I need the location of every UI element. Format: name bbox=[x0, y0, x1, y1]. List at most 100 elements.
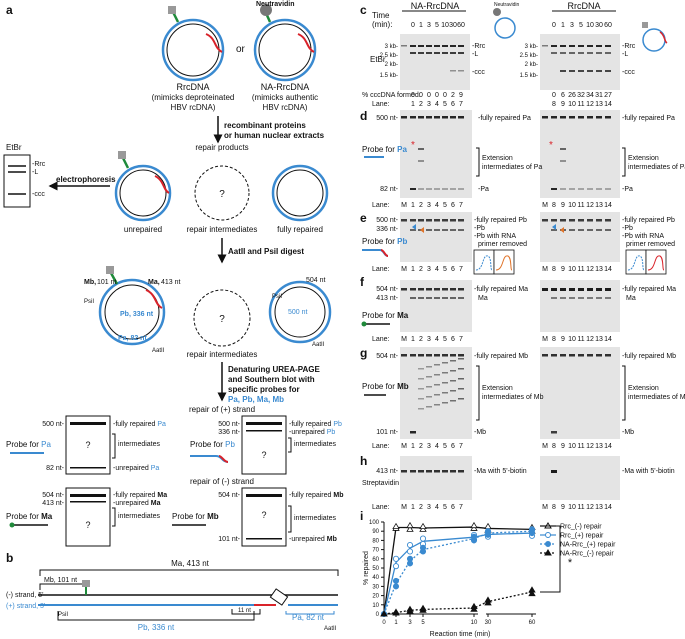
blot-ma-size-413nt: 413 nt- bbox=[42, 500, 64, 507]
gel-h-bands bbox=[401, 470, 557, 473]
blot-mb-band-unrepaired bbox=[246, 538, 282, 540]
x-tick-label: 0 bbox=[382, 620, 386, 626]
d-left-extension-label-1: Extension bbox=[482, 155, 513, 162]
data-point bbox=[484, 596, 492, 603]
gel-band bbox=[442, 362, 448, 364]
time-label: 1 bbox=[419, 22, 423, 29]
gel-band bbox=[434, 52, 440, 54]
gel-band bbox=[418, 148, 424, 150]
lane-label: 1 bbox=[411, 202, 415, 209]
gel-band bbox=[426, 386, 432, 388]
ccc-pct: 27 bbox=[604, 92, 612, 99]
e-left-pb-rna-label-2: primer removed bbox=[478, 241, 527, 248]
panel-b-protein-block-icon bbox=[82, 580, 90, 587]
gel-band bbox=[442, 297, 448, 299]
gel-band bbox=[560, 188, 566, 190]
gel-g-bands bbox=[401, 354, 611, 434]
fully-repaired-label: fully repaired bbox=[277, 225, 323, 234]
rrc-band-label: -Rrc bbox=[32, 161, 46, 168]
blot-ma-band-fully-repaired bbox=[70, 494, 106, 497]
gel-band bbox=[458, 368, 464, 370]
gel-band bbox=[418, 116, 424, 119]
psil-label: PsiI bbox=[84, 299, 94, 305]
data-point bbox=[392, 577, 400, 584]
lane-label: 12 bbox=[586, 266, 594, 273]
gel-band bbox=[605, 297, 611, 299]
e-left-fully-repaired-label: -fully repaired Pb bbox=[474, 217, 527, 224]
panel-d: d 500 nt- 82 nt- Probe for Pa -fully rep… bbox=[360, 109, 685, 209]
or-label: or bbox=[236, 44, 246, 55]
blot-ma-probe-biotin-icon bbox=[9, 522, 15, 528]
gel-band bbox=[434, 404, 440, 406]
lane-label: 6 bbox=[451, 266, 455, 273]
f-probe-biotin-icon bbox=[361, 321, 367, 327]
gel-band bbox=[442, 382, 448, 384]
blot-ma-band-unrepaired bbox=[70, 501, 106, 503]
gel-band bbox=[458, 378, 464, 380]
gel-band bbox=[569, 116, 575, 119]
ccc-pct: 0 bbox=[411, 92, 415, 99]
gel-band bbox=[569, 354, 575, 357]
blot-mb bbox=[241, 487, 287, 547]
gel-band bbox=[569, 52, 575, 54]
gel-band bbox=[605, 52, 611, 54]
y-tick-label: 50 bbox=[372, 566, 379, 572]
c-neutravidin-icon bbox=[493, 8, 501, 16]
gel-d-bands bbox=[401, 116, 611, 190]
g-left-mb-label: -Mb bbox=[474, 429, 486, 436]
panel-label-a: a bbox=[6, 3, 13, 17]
gel-band bbox=[434, 384, 440, 386]
digested-unrepaired-rna-primer-icon bbox=[145, 289, 163, 309]
gel-band bbox=[587, 45, 593, 47]
c-left-l-label: -L bbox=[472, 51, 478, 58]
gel-band bbox=[578, 52, 584, 54]
gel-band bbox=[596, 229, 602, 231]
lane-label: 7 bbox=[459, 101, 463, 108]
d-right-fully-repaired-label: -fully repaired Pa bbox=[622, 115, 675, 122]
e-right-pb-label: -Pb bbox=[622, 225, 633, 232]
legend-marker bbox=[545, 541, 551, 547]
e-right-pb-rna-label-1: -Pb with RNA bbox=[622, 233, 664, 240]
d-size-500nt: 500 nt- bbox=[376, 115, 398, 122]
blot-pb-probe-rna-primer bbox=[218, 455, 229, 463]
panel-b-gap-box bbox=[269, 588, 289, 606]
gel-band bbox=[434, 354, 440, 357]
gel-c-right bbox=[540, 34, 620, 90]
gel-band bbox=[418, 288, 424, 291]
gel-band bbox=[434, 229, 440, 231]
gel-band bbox=[450, 400, 456, 402]
lane-label: 2 bbox=[419, 443, 423, 450]
significance-star: * bbox=[568, 557, 573, 569]
gel-band bbox=[578, 288, 584, 291]
g-right-extension-bracket bbox=[622, 365, 626, 421]
gel-band bbox=[426, 116, 432, 119]
ccc-pct: 0 bbox=[443, 92, 447, 99]
d-left-extension-bracket bbox=[476, 147, 480, 177]
unrepaired-inner-strand bbox=[119, 169, 167, 217]
len504-label: 504 nt bbox=[306, 277, 326, 284]
blot-mb-fully-repaired-label: -fully repaired Mb bbox=[289, 492, 343, 499]
gel-band bbox=[426, 229, 432, 231]
e-left-profile-curve-blue bbox=[475, 255, 493, 271]
gel-band bbox=[434, 219, 440, 222]
data-point bbox=[392, 555, 400, 562]
legend-label: NA-Rrc_(-) repair bbox=[560, 551, 614, 558]
lane-label: 2 bbox=[419, 336, 423, 343]
y-tick-label: 20 bbox=[372, 594, 379, 600]
lane-label: 13 bbox=[595, 101, 603, 108]
panel-b-ma-span-bracket bbox=[39, 569, 339, 576]
lane-label: 10 bbox=[568, 101, 576, 108]
gel-band bbox=[450, 52, 456, 54]
e-right-fully-repaired-label: -fully repaired Pb bbox=[622, 217, 675, 224]
gel-band bbox=[458, 188, 464, 190]
e-right-profile-inset-2 bbox=[645, 249, 667, 275]
series-line bbox=[383, 530, 533, 615]
gel-band bbox=[410, 45, 416, 47]
rrc-sub1: (mimicks deproteinated bbox=[152, 93, 235, 102]
fully-repaired-circle bbox=[271, 164, 329, 222]
ccc-pct: 0 bbox=[435, 92, 439, 99]
gel-band bbox=[450, 116, 456, 119]
gel-band bbox=[458, 219, 464, 222]
aatii-label-2: AatII bbox=[312, 342, 325, 348]
